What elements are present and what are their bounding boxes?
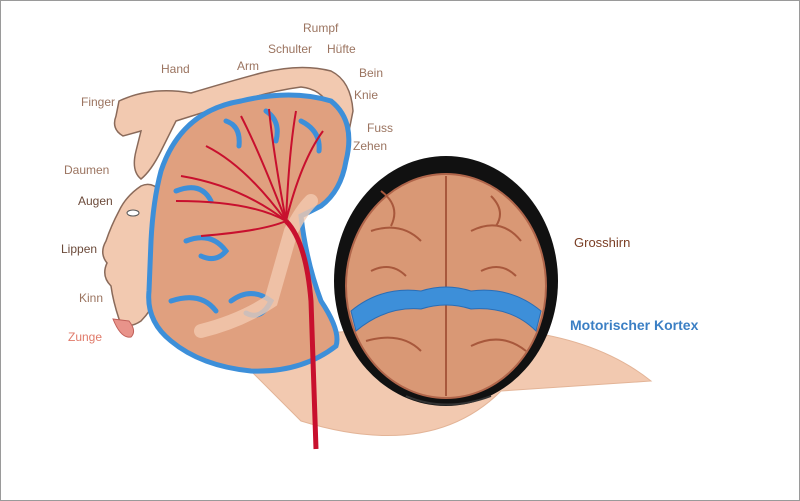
label-bein: Bein (359, 66, 384, 80)
label-motorischer-kortex: Motorischer Kortex (570, 317, 699, 333)
label-arm: Arm (237, 59, 259, 73)
brain-sulci (365, 176, 527, 396)
motor-fibers (175, 108, 324, 237)
label-schulter: Schulter (268, 42, 313, 56)
label-daumen: Daumen (64, 163, 110, 177)
eye (126, 209, 140, 217)
white-matter (194, 194, 318, 338)
label-knie: Knie (354, 88, 379, 102)
label-hand: Hand (161, 62, 190, 76)
homunculus-limbs (113, 66, 354, 180)
nape-shadow (405, 395, 492, 406)
label-finger: Finger (81, 95, 116, 109)
label-zehen: Zehen (353, 139, 388, 153)
label-zunge: Zunge (68, 330, 103, 344)
label-huefte: Hüfte (327, 42, 356, 56)
tongue (112, 318, 135, 338)
label-fuss: Fuss (367, 121, 394, 135)
coronal-brain-section (146, 92, 352, 374)
label-rumpf: Rumpf (303, 21, 339, 35)
motor-pathway (284, 219, 319, 450)
label-augen: Augen (78, 194, 113, 208)
label-lippen: Lippen (61, 242, 98, 256)
label-grosshirn: Grosshirn (574, 235, 631, 250)
label-kinn: Kinn (79, 291, 104, 305)
motor-cortex-band (350, 286, 542, 332)
